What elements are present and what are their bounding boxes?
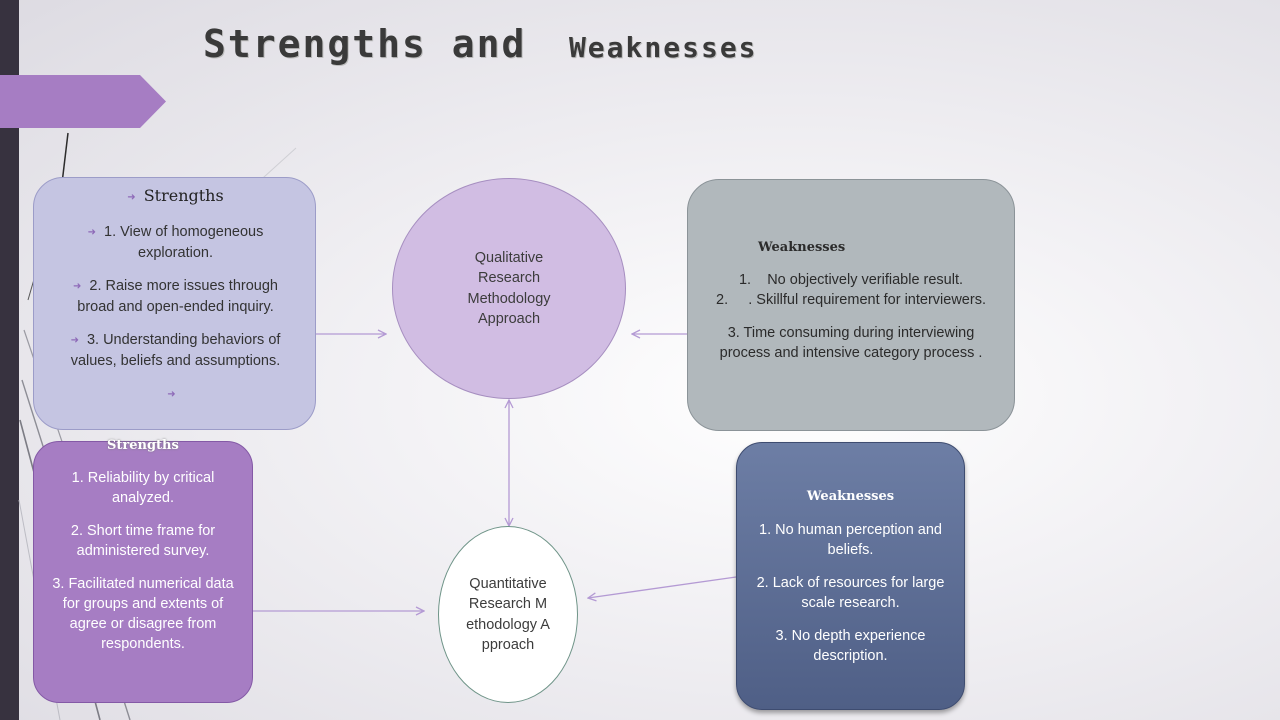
- strength-item: 2. Short time frame for administered sur…: [70, 523, 216, 559]
- item-text: 3. Time consuming during interviewing pr…: [719, 325, 983, 361]
- item-text: No objectively verifiable result.: [767, 272, 964, 288]
- item-text: . Skillful requirement for interviewers.: [748, 292, 986, 308]
- weakness-item: 3. No depth experience description.: [775, 628, 926, 664]
- empty-bullet: ➜: [56, 384, 295, 405]
- item-text: 2. Raise more issues through broad and o…: [77, 278, 278, 315]
- bullet-icon: ➜: [87, 227, 97, 238]
- item-number: 1.: [738, 272, 752, 288]
- quantitative-strengths-heading: Strengths: [107, 438, 179, 453]
- strength-item: ➜3. Understanding behaviors of values, b…: [56, 330, 295, 371]
- quantitative-approach-node: Quantitative Research Methodology Approa…: [438, 526, 578, 703]
- item-text: 3. Understanding behaviors of values, be…: [70, 332, 281, 369]
- weakness-item: 1. No objectively verifiable result.: [706, 270, 996, 290]
- item-number: 2.: [716, 292, 729, 308]
- qualitative-weaknesses-box: Weaknesses 1. No objectively verifiable …: [687, 179, 1015, 431]
- qualitative-approach-label: Qualitative Research Methodology Approac…: [467, 249, 551, 328]
- qualitative-strengths-heading: ➜ Strengths: [56, 186, 295, 208]
- strength-item: ➜ 1. View of homogeneous exploration.: [56, 222, 295, 263]
- pentagon-tab: [0, 75, 166, 128]
- bullet-icon: ➜: [70, 335, 79, 346]
- title-part-2: Weaknesses: [568, 31, 758, 64]
- title-part-1: Strengths and: [203, 22, 527, 66]
- qualitative-approach-node: Qualitative Research Methodology Approac…: [392, 178, 626, 399]
- bullet-icon: ➜: [167, 389, 176, 400]
- quantitative-approach-label: Quantitative Research Methodology Approa…: [466, 575, 550, 654]
- weakness-item: 2. Lack of resources for large scale res…: [756, 575, 945, 611]
- qualitative-weaknesses-heading: Weaknesses: [758, 240, 846, 255]
- page-title: Strengths and Weaknesses: [203, 22, 758, 66]
- heading-text: Strengths: [143, 186, 224, 205]
- weakness-item: 3. Time consuming during interviewing pr…: [706, 323, 996, 363]
- arrow-quant-weaknesses: [588, 576, 737, 598]
- quantitative-weaknesses-box: Weaknesses 1. No human perception and be…: [736, 442, 965, 710]
- quantitative-weaknesses-heading: Weaknesses: [806, 489, 895, 504]
- weakness-item: 2. . Skillful requirement for interviewe…: [706, 290, 996, 310]
- weakness-item: 1. No human perception and beliefs.: [759, 522, 942, 558]
- item-text: 1. View of homogeneous exploration.: [104, 224, 264, 261]
- strength-item: ➜2. Raise more issues through broad and …: [56, 276, 295, 317]
- quantitative-strengths-box: 1. Reliability by critical analyzed. 2. …: [33, 441, 253, 703]
- left-accent-bar: [0, 0, 19, 720]
- strength-item: 3. Facilitated numerical data for groups…: [52, 576, 234, 652]
- qualitative-strengths-box: ➜ Strengths ➜ 1. View of homogeneous explo…: [33, 177, 316, 430]
- bullet-icon: ➜: [127, 192, 136, 203]
- bullet-icon: ➜: [73, 281, 82, 292]
- strength-item: 1. Reliability by critical analyzed.: [71, 470, 215, 506]
